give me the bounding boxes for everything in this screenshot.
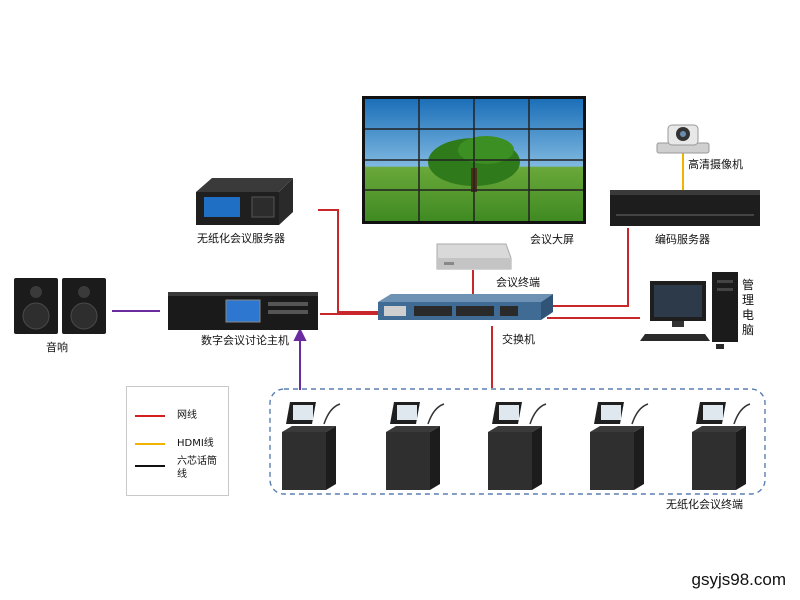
camera-icon bbox=[656, 124, 710, 154]
terminal-area-boundary bbox=[269, 388, 766, 495]
network-cables bbox=[318, 209, 640, 388]
video-wall bbox=[362, 96, 586, 224]
switch-device bbox=[378, 294, 553, 320]
legend-swatch-network bbox=[135, 415, 165, 417]
watermark: gsyjs98.com bbox=[691, 570, 786, 589]
server-cable bbox=[318, 209, 378, 313]
legend-label-network: 网线 bbox=[177, 410, 197, 421]
terminal-unit-4 bbox=[590, 402, 649, 490]
speaker-label: 音响 bbox=[46, 341, 68, 354]
terminal-unit-2 bbox=[386, 402, 445, 490]
camera-label: 高清摄像机 bbox=[688, 158, 743, 171]
encoder-label: 编码服务器 bbox=[655, 233, 710, 246]
computer-icon bbox=[640, 272, 738, 349]
legend: 网线 HDMI线 六芯话筒线 bbox=[126, 386, 229, 496]
legend-swatch-hdmi bbox=[135, 443, 165, 445]
switch-label: 交换机 bbox=[502, 333, 535, 346]
terminal-units bbox=[282, 402, 751, 490]
terminal-unit-1 bbox=[282, 402, 341, 490]
encoder-cable bbox=[547, 228, 629, 307]
host-label: 数字会议讨论主机 bbox=[201, 334, 289, 347]
terminal-label: 会议终端 bbox=[496, 276, 540, 289]
pc-label: 管理电脑 bbox=[741, 278, 754, 337]
screen-label: 会议大屏 bbox=[530, 233, 574, 246]
server-label: 无纸化会议服务器 bbox=[197, 232, 285, 245]
terminal-unit-5 bbox=[692, 402, 751, 490]
legend-label-mic: 六芯话筒线 bbox=[177, 456, 217, 480]
mic-cable bbox=[293, 327, 307, 390]
encoder-device bbox=[610, 190, 760, 226]
terminals-label: 无纸化会议终端 bbox=[666, 498, 743, 511]
server-device bbox=[196, 178, 293, 225]
speaker-icon bbox=[14, 278, 106, 334]
legend-swatch-mic bbox=[135, 465, 165, 467]
legend-label-hdmi: HDMI线 bbox=[177, 438, 214, 449]
terminal-unit-3 bbox=[488, 402, 547, 490]
host-device bbox=[168, 292, 318, 330]
conference-terminal-device bbox=[436, 243, 512, 270]
